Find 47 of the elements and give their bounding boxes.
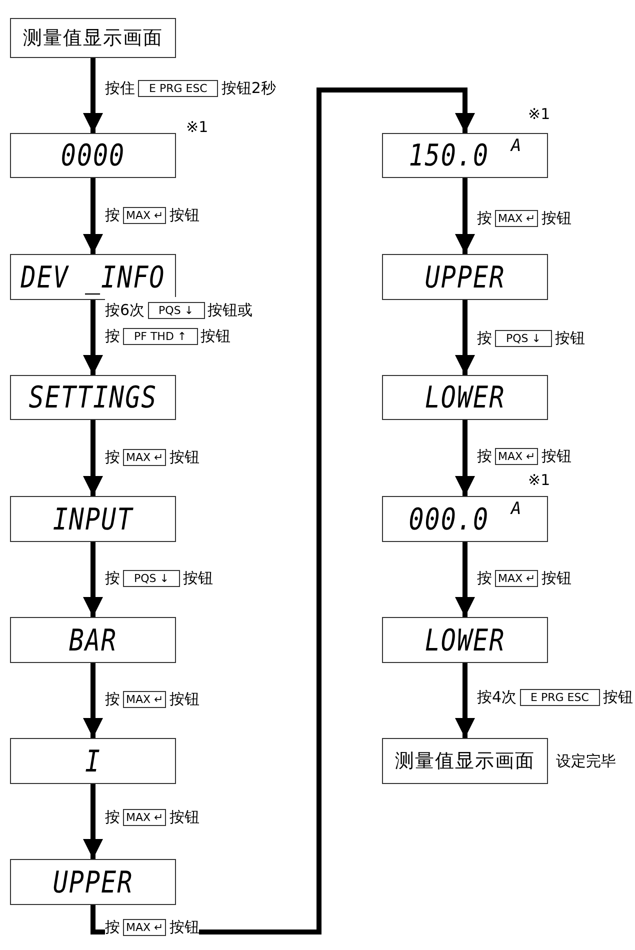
note-text: 设定完毕	[556, 752, 616, 771]
display-reading: INPUT	[52, 502, 134, 536]
arrow	[83, 784, 103, 859]
display-panel	[382, 496, 548, 542]
arrow	[83, 663, 103, 738]
arrow	[83, 58, 103, 133]
display-reading: I	[84, 744, 102, 778]
display-panel	[382, 375, 548, 420]
footnote-mark: ※1	[528, 105, 550, 123]
arrow	[83, 300, 103, 375]
display-reading: LOWER	[424, 380, 506, 415]
display-reading: UPPER	[52, 864, 134, 900]
arrow	[83, 542, 103, 617]
display-panel	[10, 738, 176, 784]
display-panel	[10, 496, 176, 542]
footnote-mark: ※1	[186, 118, 208, 136]
display-reading: DEV _INFO	[20, 260, 166, 294]
display-panel	[10, 859, 176, 905]
display-reading: SETTINGS	[28, 380, 158, 415]
screen-box	[382, 738, 548, 784]
arrow	[455, 420, 475, 496]
display-panel	[382, 254, 548, 300]
unit-text: A	[511, 499, 522, 519]
display-panel	[382, 133, 548, 178]
screen-box	[10, 18, 176, 58]
display-reading: 000.0	[408, 502, 489, 536]
display-panel	[10, 617, 176, 663]
arrow	[455, 300, 475, 375]
screen-name: 测量值显示画面	[23, 26, 163, 51]
arrow	[83, 178, 103, 254]
display-reading: 150.0	[408, 138, 489, 173]
arrow	[455, 663, 475, 738]
arrow	[455, 542, 475, 617]
unit-text: A	[511, 136, 522, 156]
display-panel	[10, 133, 176, 178]
arrow	[90, 88, 475, 934]
arrow	[83, 420, 103, 496]
display-reading: UPPER	[424, 260, 506, 294]
display-reading: BAR	[68, 622, 118, 658]
display-panel	[382, 617, 548, 663]
display-panel	[10, 254, 176, 300]
screen-name: 测量值显示画面	[395, 749, 535, 774]
display-panel	[10, 375, 176, 420]
footnote-mark: ※1	[528, 471, 550, 489]
display-reading: LOWER	[424, 622, 506, 658]
display-reading: 0000	[60, 138, 126, 173]
arrow	[455, 178, 475, 254]
